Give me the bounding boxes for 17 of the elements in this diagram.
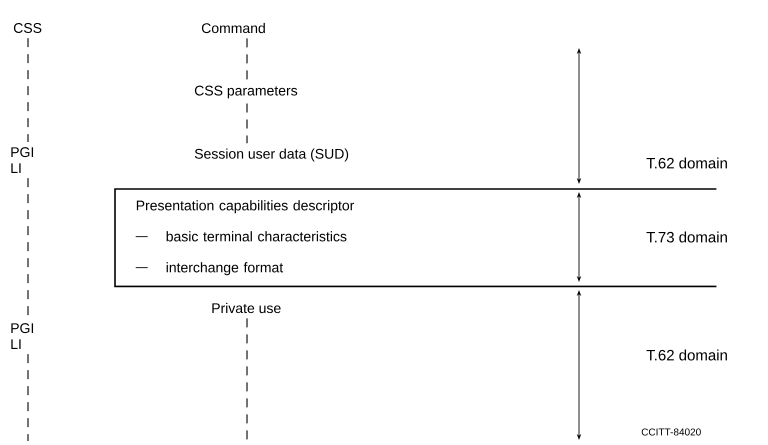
field-label: Private use <box>212 302 281 314</box>
dashed-line <box>27 178 29 318</box>
field-label: PGI LI <box>11 323 34 349</box>
dashed-line <box>27 38 29 142</box>
dashed-line <box>27 354 29 441</box>
domain-label: T.62 domain <box>646 157 727 168</box>
field-label: PGI LI <box>11 147 34 173</box>
dashed-line <box>246 104 248 144</box>
field-label: Session user data (SUD) <box>194 148 348 162</box>
domain-label: T.73 domain <box>646 231 727 242</box>
field-label: CSS parameters <box>194 86 298 98</box>
dashed-line <box>246 318 248 441</box>
domain-label: T.62 domain <box>646 349 727 360</box>
column-heading: CSS <box>14 23 42 33</box>
figure-number: CCITT-84020 <box>642 428 701 436</box>
field-label: Command <box>202 22 265 34</box>
dashed-line <box>246 38 248 80</box>
